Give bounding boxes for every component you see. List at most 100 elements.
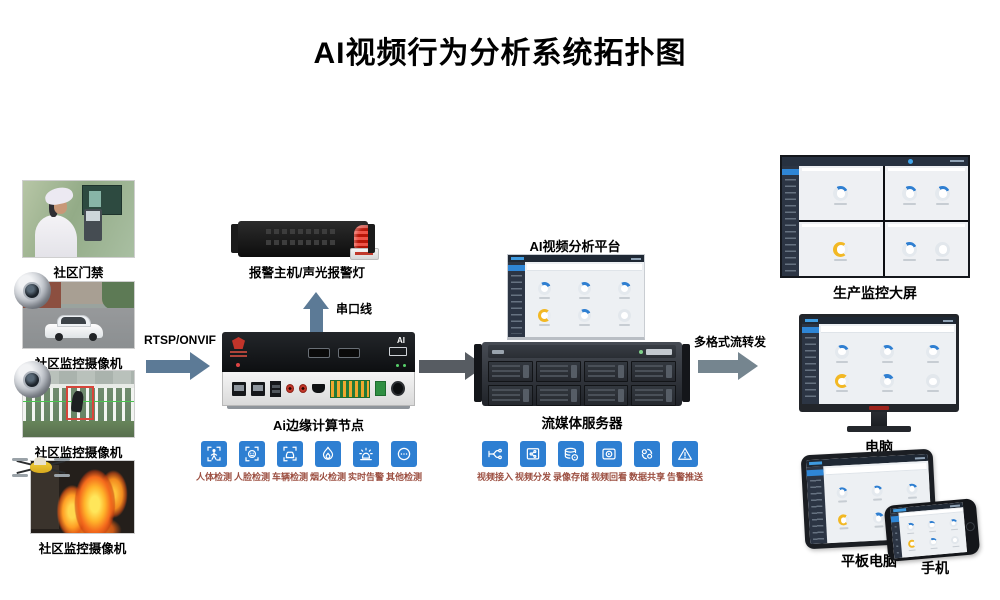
gauge-caption [927,360,940,363]
wall-quadrant [884,166,968,220]
arrow-head [190,352,210,380]
front-ports [308,348,360,358]
gauge [538,281,552,299]
server-control-panel [639,348,672,355]
gauge-caption [872,497,883,501]
audio-jack [299,384,308,393]
gauge-ring [577,281,591,295]
source-access-control: 社区门禁 [22,180,135,281]
alarm-host-device [231,221,379,260]
server-logo [492,349,504,354]
server-feature-item: 录像存储 [553,441,589,483]
gauge-ring [833,186,849,201]
phone-device [883,498,981,562]
serial-link-label: 串口线 [336,302,373,316]
beacon-base [350,248,379,260]
gauge-ring [902,242,918,257]
alarm-host-label: 报警主机/声光报警灯 [249,266,365,280]
power-led [639,349,643,354]
gauge-caption [936,259,950,261]
gauge [833,242,849,261]
source-label: 社区监控摄像机 [34,357,123,371]
edge-node-front-panel: AI [222,332,415,372]
gauge [906,483,918,499]
topbar-icons [914,456,925,460]
gauge-caption [835,360,848,363]
gauge [617,281,631,299]
gauge [926,344,941,363]
device-base [227,406,410,409]
source-label: 社区门禁 [53,266,104,280]
led [403,364,406,367]
bigscreen-sidebar [782,166,799,276]
drone-rotor [54,458,70,461]
dashboard-toolbar [821,326,954,333]
drone-rotor [12,458,28,461]
recording-storage-icon [558,441,584,467]
edge-feature-item: 实时告警 [348,441,384,483]
arrow-shaft [146,359,190,373]
desktop-monitor: 电脑 [799,314,959,457]
dashboard-screen [802,317,956,404]
rtsp-link-label: RTSP/ONVIF [144,333,217,347]
gauge-ring [834,374,849,389]
power-jack [391,381,405,396]
logo-chip [511,257,524,260]
person-cap [43,185,75,207]
human-detection-icon [201,441,227,467]
dashboard-content [525,262,644,337]
gauge-ring [950,535,960,545]
server-feature-item: 视频分发 [515,441,551,483]
edge-feature-item: 烟火检测 [310,441,346,483]
video-access-icon [482,441,508,467]
dashboard-toolbar [527,264,642,271]
gauge-caption [839,527,849,530]
gauge-ring [926,374,941,389]
feature-label: 视频分发 [515,472,552,482]
video-wall-grid [799,166,968,276]
led [396,364,399,367]
source-label: 社区监控摄像机 [38,542,127,556]
server-ports [646,348,672,355]
gauge-ring [935,186,951,201]
vents [266,229,338,234]
other-detection-icon [391,441,417,467]
gauge-ring [907,539,917,549]
arrow-rtsp [146,352,210,380]
drive-bay [583,361,629,382]
server-feature-item: 视频接入 [477,441,513,483]
gauge-caption [874,525,884,529]
power-led [236,363,240,367]
gauge [902,186,918,205]
gauge [834,344,849,363]
drive-bay [535,361,581,382]
logo-chip [805,319,818,322]
monitor-base [847,426,911,432]
gauge-caption [834,203,848,205]
gauge-caption [936,203,950,205]
platform-screenshot [507,254,645,340]
gauge [935,242,951,261]
drone-rotor [12,474,28,477]
arrow-head [303,292,329,309]
gauge [538,309,552,327]
tablet-label: 平板电脑 [841,553,897,569]
gauge-ring [837,514,850,526]
ethernet-port [232,381,247,396]
gauge-ring [949,518,958,528]
edge-node-device: AI Ai边缘计算节点 [222,332,415,434]
dashboard-topbar [508,255,644,262]
arrow-shaft [698,359,738,373]
gauge-caption [837,499,848,503]
gauge [906,522,915,535]
gauge-ring [617,281,631,295]
terminal-block [330,379,370,398]
gauge-caption [539,324,551,327]
monitor-frame [799,314,959,412]
ethernet-port [251,381,266,396]
arrow-multi-format [698,352,758,380]
edge-node-label: Ai边缘计算节点 [272,418,364,433]
gauge-caption [929,530,937,533]
gauge-caption [907,532,915,535]
